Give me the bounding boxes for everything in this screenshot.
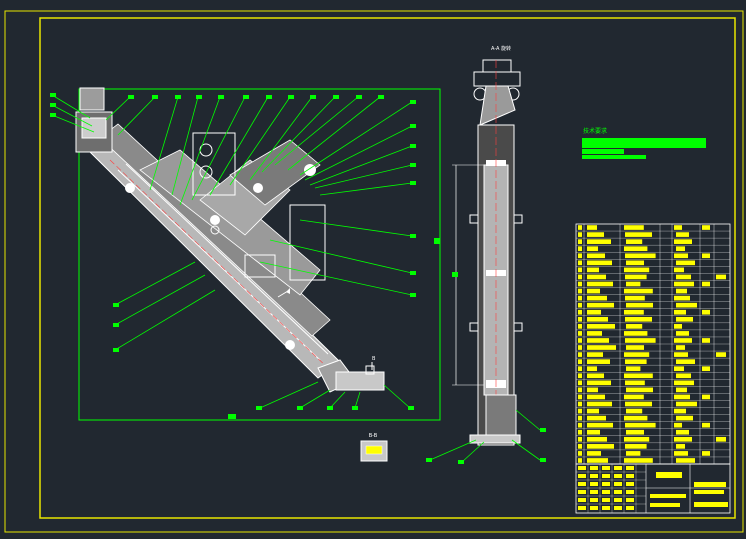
side-bolt-left-2 <box>469 322 479 332</box>
section-view-leaders <box>429 409 541 463</box>
section-aa-title: A-A 旋转 <box>491 45 511 52</box>
view-boundary <box>78 88 441 421</box>
section-view-markers <box>426 428 546 464</box>
shaft-centerline <box>109 159 331 371</box>
bracket-plate <box>192 132 236 196</box>
tech-req-line-1 <box>582 138 706 148</box>
shaft-bolt-2 <box>210 215 220 225</box>
main-view-markers <box>50 93 440 419</box>
end-block-bearing <box>81 117 107 139</box>
mid-bracket <box>244 254 276 278</box>
title-block <box>575 463 731 514</box>
main-view-leaders <box>51 94 413 409</box>
shaft-bolt-3 <box>253 183 263 193</box>
tech-requirements: 技术要求 <box>582 127 706 159</box>
section-foot <box>469 434 521 444</box>
shaft-pin <box>210 225 220 235</box>
pointer-arrow <box>286 288 290 294</box>
clamp-screw <box>365 365 375 375</box>
tech-requirements-title: 技术要求 <box>583 127 607 135</box>
fork-body <box>479 85 516 126</box>
shaft-bolt-1 <box>125 183 135 193</box>
section-bb-core <box>365 445 383 455</box>
shaft-bolt-4 <box>285 340 295 350</box>
tech-req-line-2 <box>582 149 624 154</box>
fork-top-cap <box>482 59 512 73</box>
section-bb-view: B-B <box>360 433 388 462</box>
upper-arm <box>229 139 321 206</box>
tech-req-line-3 <box>582 155 646 159</box>
main-assembly-view <box>75 87 441 421</box>
dimension-marker <box>452 272 458 277</box>
section-bb-title: B-B <box>369 433 378 439</box>
section-base <box>485 394 517 436</box>
inner-border <box>39 17 736 519</box>
parts-list-table <box>575 223 731 465</box>
side-bolt-right-1 <box>513 214 523 224</box>
fork-crossbar <box>473 71 521 87</box>
side-bolt-left-1 <box>469 214 479 224</box>
bottom-clamp-jaw <box>335 371 385 391</box>
outer-border <box>4 10 744 533</box>
right-housing-box <box>289 204 326 281</box>
end-block-top <box>79 87 105 111</box>
side-bolt-right-2 <box>513 322 523 332</box>
shaft-outline-b <box>125 163 329 355</box>
bracket-hole-bottom <box>199 165 213 179</box>
vertical-section-view: A-A 旋转 <box>452 45 523 446</box>
view-b-label: B <box>372 356 376 362</box>
